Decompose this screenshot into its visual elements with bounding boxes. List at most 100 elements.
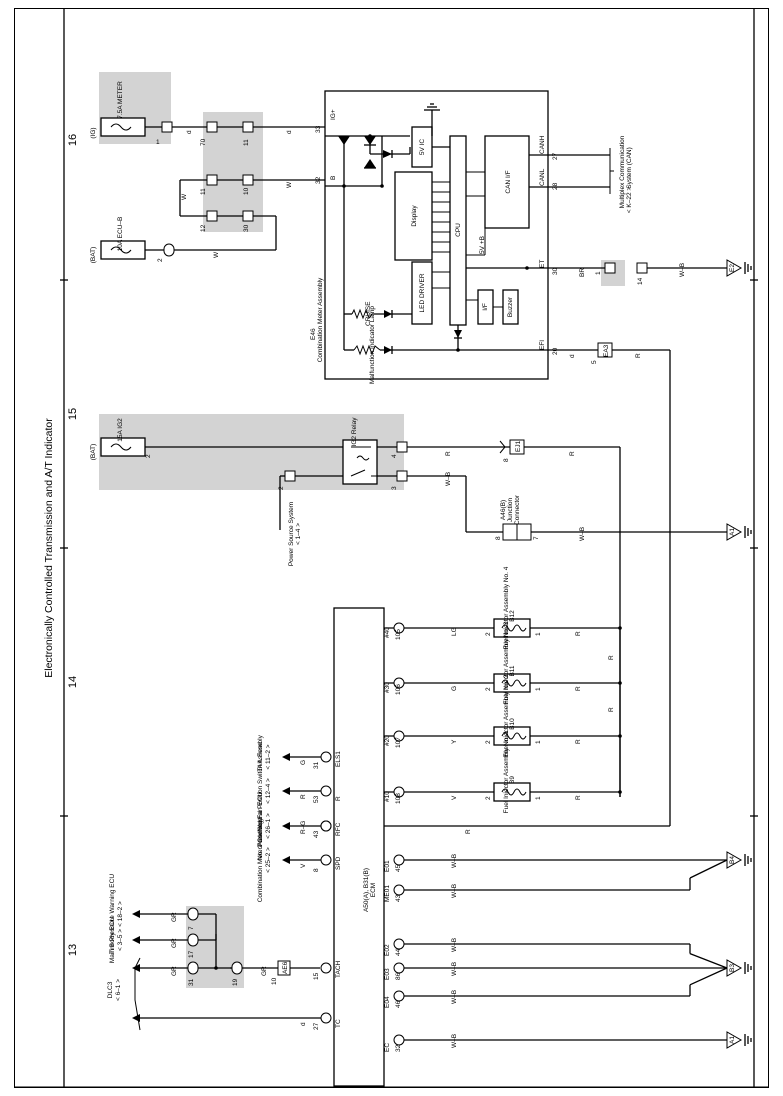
meter-led-driver: LED DRIVER (419, 273, 426, 312)
meter-5v-b: 5V +B (479, 236, 486, 254)
ig-label: (IG) (90, 127, 97, 138)
tire-pressure-ref: < 18–2 > (117, 901, 124, 927)
meter-et: ET (539, 260, 546, 268)
ig2-pin2b: 2 (278, 486, 285, 490)
meter-pin-canl: 28 (552, 182, 559, 190)
ecm-pin-number: 31 (313, 761, 320, 769)
ground-e2: E2 (729, 264, 736, 272)
ecm-pin-number: 105 (395, 629, 402, 640)
injector-coil-icon (501, 679, 527, 687)
ecm-pin-connector (393, 1034, 405, 1046)
jc-10: 10 (243, 187, 250, 195)
ecm-code: A50(A), B31(B) (363, 868, 370, 912)
wire-color: W–B (451, 854, 458, 868)
ecm-terminal-name: SPD (335, 856, 342, 870)
ground-b4: B4 (729, 856, 736, 864)
ecm-terminal-name: ME01 (384, 885, 391, 902)
wire-r-ej: R (569, 451, 576, 456)
injector-pin-1: 1 (535, 796, 542, 800)
ecm-pin-connector (393, 962, 405, 974)
ecm-pin-connector (393, 786, 405, 798)
meter-if: I/F (482, 303, 489, 311)
arrow-icon (282, 753, 290, 761)
bat1-label: (BAT) (90, 247, 97, 264)
wire-gr-2: GR (171, 938, 178, 948)
destination-label: TAIL Fuse (257, 742, 264, 772)
ecm-pin-number: 43 (313, 830, 320, 838)
meter-can-if: CAN I/F (505, 170, 512, 193)
wire-color: V (300, 863, 307, 868)
main-body-ecu: Main Body ECU (109, 917, 116, 964)
ecm-pin-number: 86 (395, 972, 402, 980)
dlc3-ref: < 6–1 > (115, 979, 122, 1001)
ecm-pin-number: 45 (395, 864, 402, 872)
tach-pin7: 7 (188, 926, 195, 930)
meter-fuse-circuit: (IG) 7.5A METER 1 d 70 11 d (90, 81, 325, 146)
injector-pin-1: 1 (535, 740, 542, 744)
ecm-terminal-name: E01 (384, 860, 391, 872)
ecm-terminal-w (320, 820, 332, 832)
wire-gr-1: GR (171, 966, 178, 976)
destination-ref: < 26–1 > (265, 813, 272, 839)
wire-d-1: d (186, 130, 193, 134)
page-frame (14, 8, 769, 1088)
wire-r-ig2: R (445, 451, 452, 456)
wire-color: W–B (451, 990, 458, 1004)
meter-code: E46 (310, 328, 317, 340)
injector-code: B11 (509, 665, 516, 676)
ig2-relay-label: IG2 Relay (351, 417, 358, 447)
wire-color: V (451, 795, 458, 800)
tach-branch: AE6 10 GR 19 31 17 7 GR GR GR Tire Press… (107, 874, 320, 1031)
efi-circuit: d EA3 5 R R (334, 342, 671, 834)
ig2-pin3: 3 (391, 486, 398, 490)
power-source-ref: < 1–4 > (295, 523, 302, 545)
ecm-pin-number: 32 (395, 1044, 402, 1052)
tach-pin19: 19 (232, 978, 239, 986)
multiplex-ref: < K–22 > (626, 187, 633, 214)
meter-ig-plus: IG+ (330, 109, 337, 120)
injector-code: B9 (509, 776, 516, 784)
injector-pin-2: 2 (485, 796, 492, 800)
injector-body (493, 782, 531, 802)
ecm-grounds: B4 B3 A1 (726, 851, 752, 1049)
ecm-pin-connector (393, 938, 405, 950)
injector-code: B10 (509, 718, 516, 730)
ecm-terminal-label: #20 (384, 735, 391, 746)
wire-color: LG (451, 627, 458, 636)
wire-w-b-ig2: W–B (445, 472, 452, 486)
ecm: A50(A), B31(B) ECM (333, 607, 385, 1087)
meter-canh: CANH (539, 135, 546, 154)
multiplex-label-1: Multiplex Communication (619, 135, 626, 208)
wire-w-b-a1: W–B (579, 527, 586, 541)
wire-br: BR (579, 268, 586, 277)
meter-cpu: CPU (455, 223, 462, 237)
ecm-pin-connector (320, 785, 332, 797)
ea-pin5: 5 (591, 360, 598, 364)
ecm-terminal-name: E04 (384, 996, 391, 1008)
ecub-pin2: 2 (157, 258, 164, 262)
injector-code: B12 (509, 610, 516, 622)
meter-malfunction-lamp: Malfunction Indicator Lamp (369, 306, 376, 384)
injector-name: Fuel Injector Assembly No. 2 (503, 674, 510, 757)
injector-coil-icon (501, 788, 527, 796)
wire-w-b-meter: W (286, 181, 293, 188)
jc-code: A46(B) (500, 500, 507, 520)
destination-ref: < 12–4 > (265, 778, 272, 804)
ecm-pin-connector (320, 854, 332, 866)
ecm-name: ECM (370, 883, 377, 897)
wire-gr-ae: GR (261, 966, 268, 976)
ej-pin8: 8 (503, 458, 510, 462)
wire-color-r: R (575, 795, 582, 800)
arrow-icon (282, 822, 290, 830)
ecm-pin-connector (320, 820, 332, 832)
injector-pin-2: 2 (485, 632, 492, 636)
wire-color: G (300, 760, 307, 765)
